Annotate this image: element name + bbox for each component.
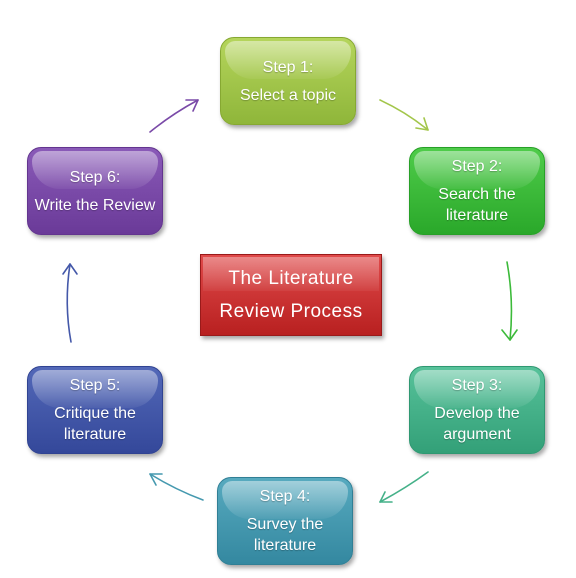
step-6-title: Step 6: xyxy=(69,168,121,186)
center-title-box: The Literature Review Process xyxy=(200,254,382,336)
step-3-box: Step 3: Develop the argument xyxy=(409,366,545,454)
arrow-step3-to-step4 xyxy=(379,471,429,503)
step-4-title: Step 4: xyxy=(259,488,311,505)
step-6-description: Write the Review xyxy=(34,196,156,214)
center-title-line-2: Review Process xyxy=(219,301,363,322)
step-5-title: Step 5: xyxy=(69,377,121,394)
step-4-description: Survey the literature xyxy=(246,516,324,554)
step-3-title: Step 3: xyxy=(451,377,503,394)
step-5-description: Critique the literature xyxy=(54,405,136,443)
arrow-step2-to-step3 xyxy=(501,261,518,341)
arrow-step5-to-step6 xyxy=(62,263,78,343)
arrow-step4-to-step5 xyxy=(149,473,204,501)
step-1-box: Step 1: Select a topic xyxy=(220,37,356,125)
step-5-box: Step 5: Critique the literature xyxy=(27,366,163,454)
step-1-description: Select a topic xyxy=(239,86,337,104)
arrow-step1-to-step2 xyxy=(379,99,429,131)
step-2-box: Step 2: Search the literature xyxy=(409,147,545,235)
step-6-box: Step 6: Write the Review xyxy=(27,147,163,235)
step-1-title: Step 1: xyxy=(262,58,314,76)
step-2-title: Step 2: xyxy=(451,158,503,175)
step-2-description: Search the literature xyxy=(438,186,516,224)
step-4-box: Step 4: Survey the literature xyxy=(217,477,353,565)
arrow-step6-to-step1 xyxy=(149,99,199,133)
step-3-description: Develop the argument xyxy=(434,405,520,443)
center-title-line-1: The Literature xyxy=(228,268,354,289)
